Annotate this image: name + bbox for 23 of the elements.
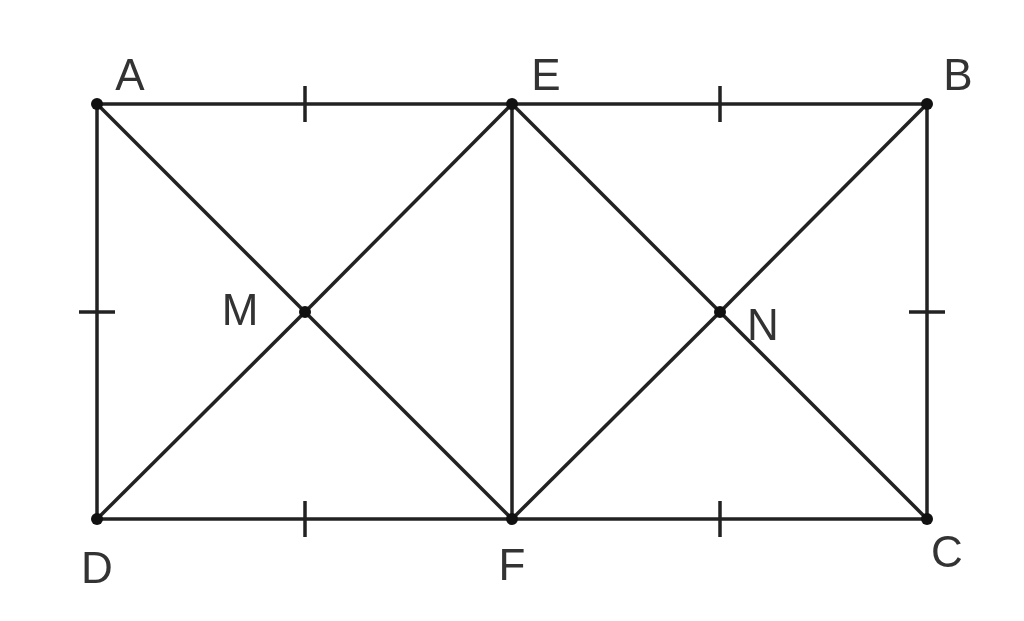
line-segment bbox=[95, 109, 99, 514]
point-label: D bbox=[81, 546, 113, 590]
line-segment bbox=[510, 109, 514, 514]
point-label: F bbox=[498, 543, 526, 587]
point-label: A bbox=[115, 53, 145, 97]
line-segment bbox=[514, 106, 718, 310]
point-label: N bbox=[747, 303, 779, 347]
line-segment bbox=[517, 517, 922, 521]
line-segment bbox=[722, 106, 925, 310]
line-segment bbox=[722, 314, 925, 517]
line-segment bbox=[99, 106, 303, 310]
line-segment bbox=[102, 517, 507, 521]
line-segment bbox=[102, 102, 507, 106]
line-segment bbox=[307, 106, 510, 310]
point-label: B bbox=[943, 53, 973, 97]
line-segment bbox=[514, 314, 718, 517]
point-label: C bbox=[931, 530, 963, 574]
line-segment bbox=[307, 314, 510, 517]
point-label: E bbox=[531, 53, 561, 97]
line-segment bbox=[99, 314, 303, 517]
line-segment bbox=[517, 102, 922, 106]
point-label: M bbox=[221, 288, 259, 332]
line-segment bbox=[925, 109, 929, 514]
